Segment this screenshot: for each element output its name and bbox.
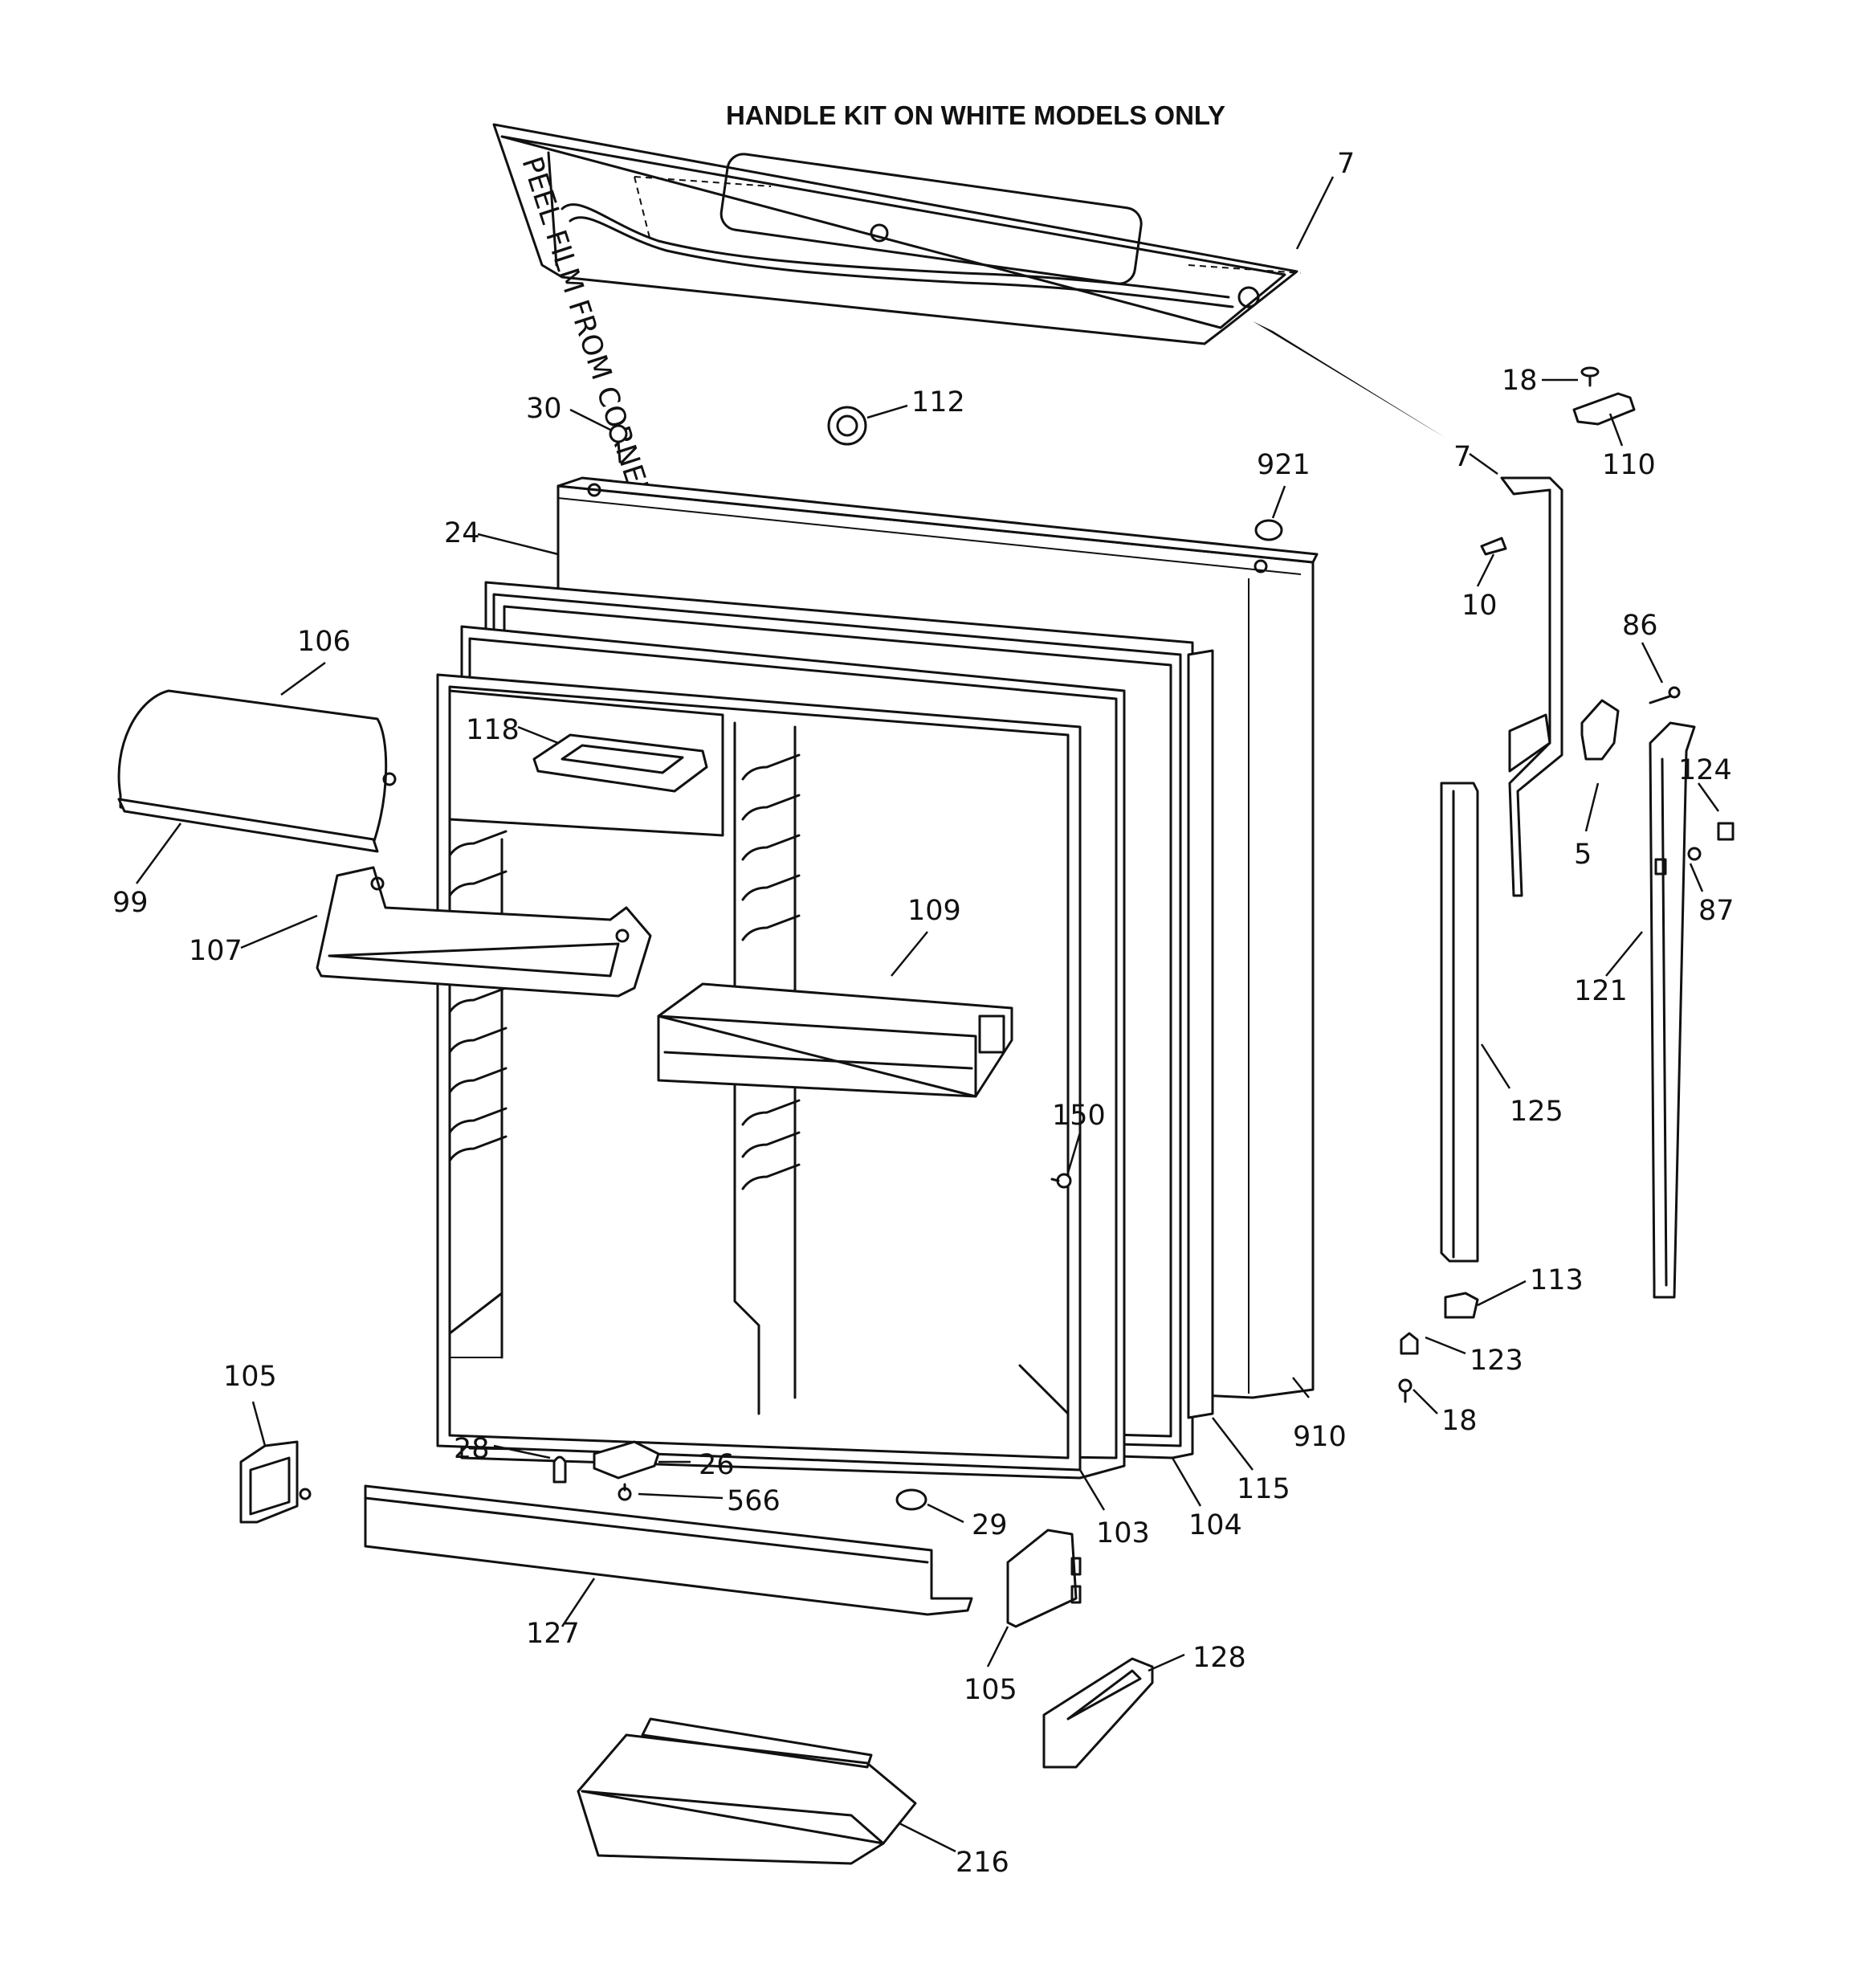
callout-124: 124 [1678,754,1732,786]
plate-26 [593,1440,660,1480]
door-bin-216 [577,1717,917,1865]
breaker-strip-115 [1187,649,1214,1419]
callout-18-bottom: 18 [1441,1405,1478,1437]
callout-103: 103 [1096,1517,1150,1549]
callout-113: 113 [1530,1264,1584,1296]
screw-18-bottom [1398,1378,1413,1403]
clip-124 [1717,822,1735,841]
callout-105-left: 105 [223,1361,277,1393]
screw-87 [1687,847,1702,861]
callout-112: 112 [911,386,965,418]
callout-86: 86 [1622,610,1658,642]
shelf-support-105-left [239,1440,312,1524]
callout-128: 128 [1192,1642,1246,1674]
callout-921: 921 [1257,449,1311,481]
callout-30: 30 [526,393,562,425]
callout-115: 115 [1237,1473,1290,1505]
callout-7-side: 7 [1453,441,1471,473]
screw-30 [609,424,628,463]
handle-kit-pointer [1253,321,1445,438]
trim-125 [1440,782,1479,1263]
callout-107: 107 [189,935,243,967]
callout-566: 566 [727,1485,781,1517]
callout-150: 150 [1052,1100,1106,1132]
pin-28 [552,1455,567,1484]
callout-105-bottom: 105 [964,1674,1017,1706]
trim-121 [1649,721,1696,1299]
bracket-123 [1400,1332,1419,1355]
shelf-support-105-bottom [1006,1529,1082,1628]
callout-labels: 7 18 110 112 30 921 7 24 10 86 106 118 1… [112,148,1735,1879]
bumper-29 [895,1488,927,1511]
callout-18-top: 18 [1502,365,1538,397]
callout-123: 123 [1470,1345,1523,1377]
callout-118: 118 [466,714,520,746]
door-bin-109 [657,982,1013,1098]
callout-10: 10 [1461,590,1498,622]
callout-121: 121 [1574,975,1628,1007]
callout-910: 910 [1293,1421,1347,1453]
callout-127: 127 [526,1618,580,1650]
plug-112 [827,406,867,446]
stop-113 [1444,1292,1479,1319]
screw-18-top [1580,366,1600,387]
callout-106: 106 [297,626,351,658]
liner-ledges [448,753,801,1190]
callout-109: 109 [907,895,961,927]
door-trim-127 [364,1484,973,1616]
callout-7-top: 7 [1337,148,1355,180]
callout-99: 99 [112,887,149,919]
handle-7 [1500,476,1563,897]
clip-10 [1480,537,1507,556]
bin-front-128 [1042,1657,1154,1769]
leader-lines [135,176,1720,1853]
callout-110: 110 [1602,449,1656,481]
screw-150 [1050,1173,1072,1189]
callout-24: 24 [444,517,480,549]
door-shelf-107 [316,866,652,998]
callout-29: 29 [972,1509,1008,1541]
bracket-110 [1572,392,1636,426]
screw-86 [1649,686,1681,704]
shelf-118 [532,733,708,793]
screw-566 [618,1483,632,1501]
callout-5: 5 [1574,839,1592,871]
handle-cap-5 [1580,699,1620,761]
plug-921 [1254,519,1283,541]
callout-26: 26 [699,1449,735,1481]
dairy-cover-106 [117,689,397,853]
diagram-title: HANDLE KIT ON WHITE MODELS ONLY [726,100,1225,130]
callout-104: 104 [1188,1509,1242,1541]
callout-125: 125 [1510,1096,1563,1128]
callout-28: 28 [454,1433,490,1465]
callout-87: 87 [1698,895,1735,927]
callout-216: 216 [956,1847,1009,1879]
